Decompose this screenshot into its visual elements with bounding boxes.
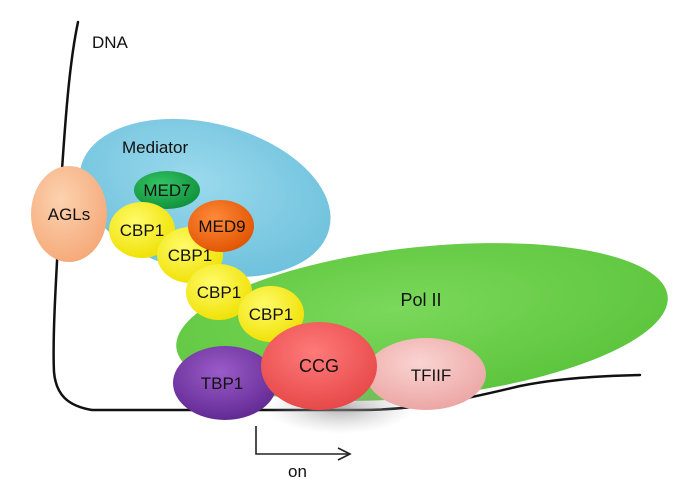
tbp1-label: TBP1: [201, 374, 244, 393]
mediator-label: Mediator: [122, 138, 188, 157]
ccg-label: CCG: [299, 356, 339, 376]
agls-ellipse: [31, 166, 107, 262]
on-label: on: [288, 462, 307, 481]
pol2-label: Pol II: [400, 290, 441, 310]
med7-ellipse: [134, 171, 200, 209]
cbp1-ellipse-4: [238, 286, 304, 342]
med7-label: MED7: [143, 181, 190, 200]
agls-label: AGLs: [48, 205, 91, 224]
cbp1-ellipse-3: [186, 264, 252, 320]
tfiif-ellipse: [366, 338, 486, 410]
cbp1-ellipse-1: [109, 202, 175, 258]
cbp1-label-4: CBP1: [249, 305, 293, 324]
dna-strand: [52, 20, 642, 412]
ccg-ellipse: [261, 322, 377, 410]
tbp1-ellipse: [173, 346, 277, 420]
transcription-start-arrow: [255, 426, 348, 455]
arrowhead-icon: [337, 447, 352, 461]
med9-ellipse: [188, 200, 254, 252]
cbp1-label-3: CBP1: [197, 283, 241, 302]
cbp1-label-2: CBP1: [168, 246, 212, 265]
med9-label: MED9: [198, 217, 245, 236]
tfiif-label: TFIIF: [411, 366, 452, 385]
dna-label: DNA: [92, 33, 129, 52]
cbp1-label-1: CBP1: [120, 221, 164, 240]
